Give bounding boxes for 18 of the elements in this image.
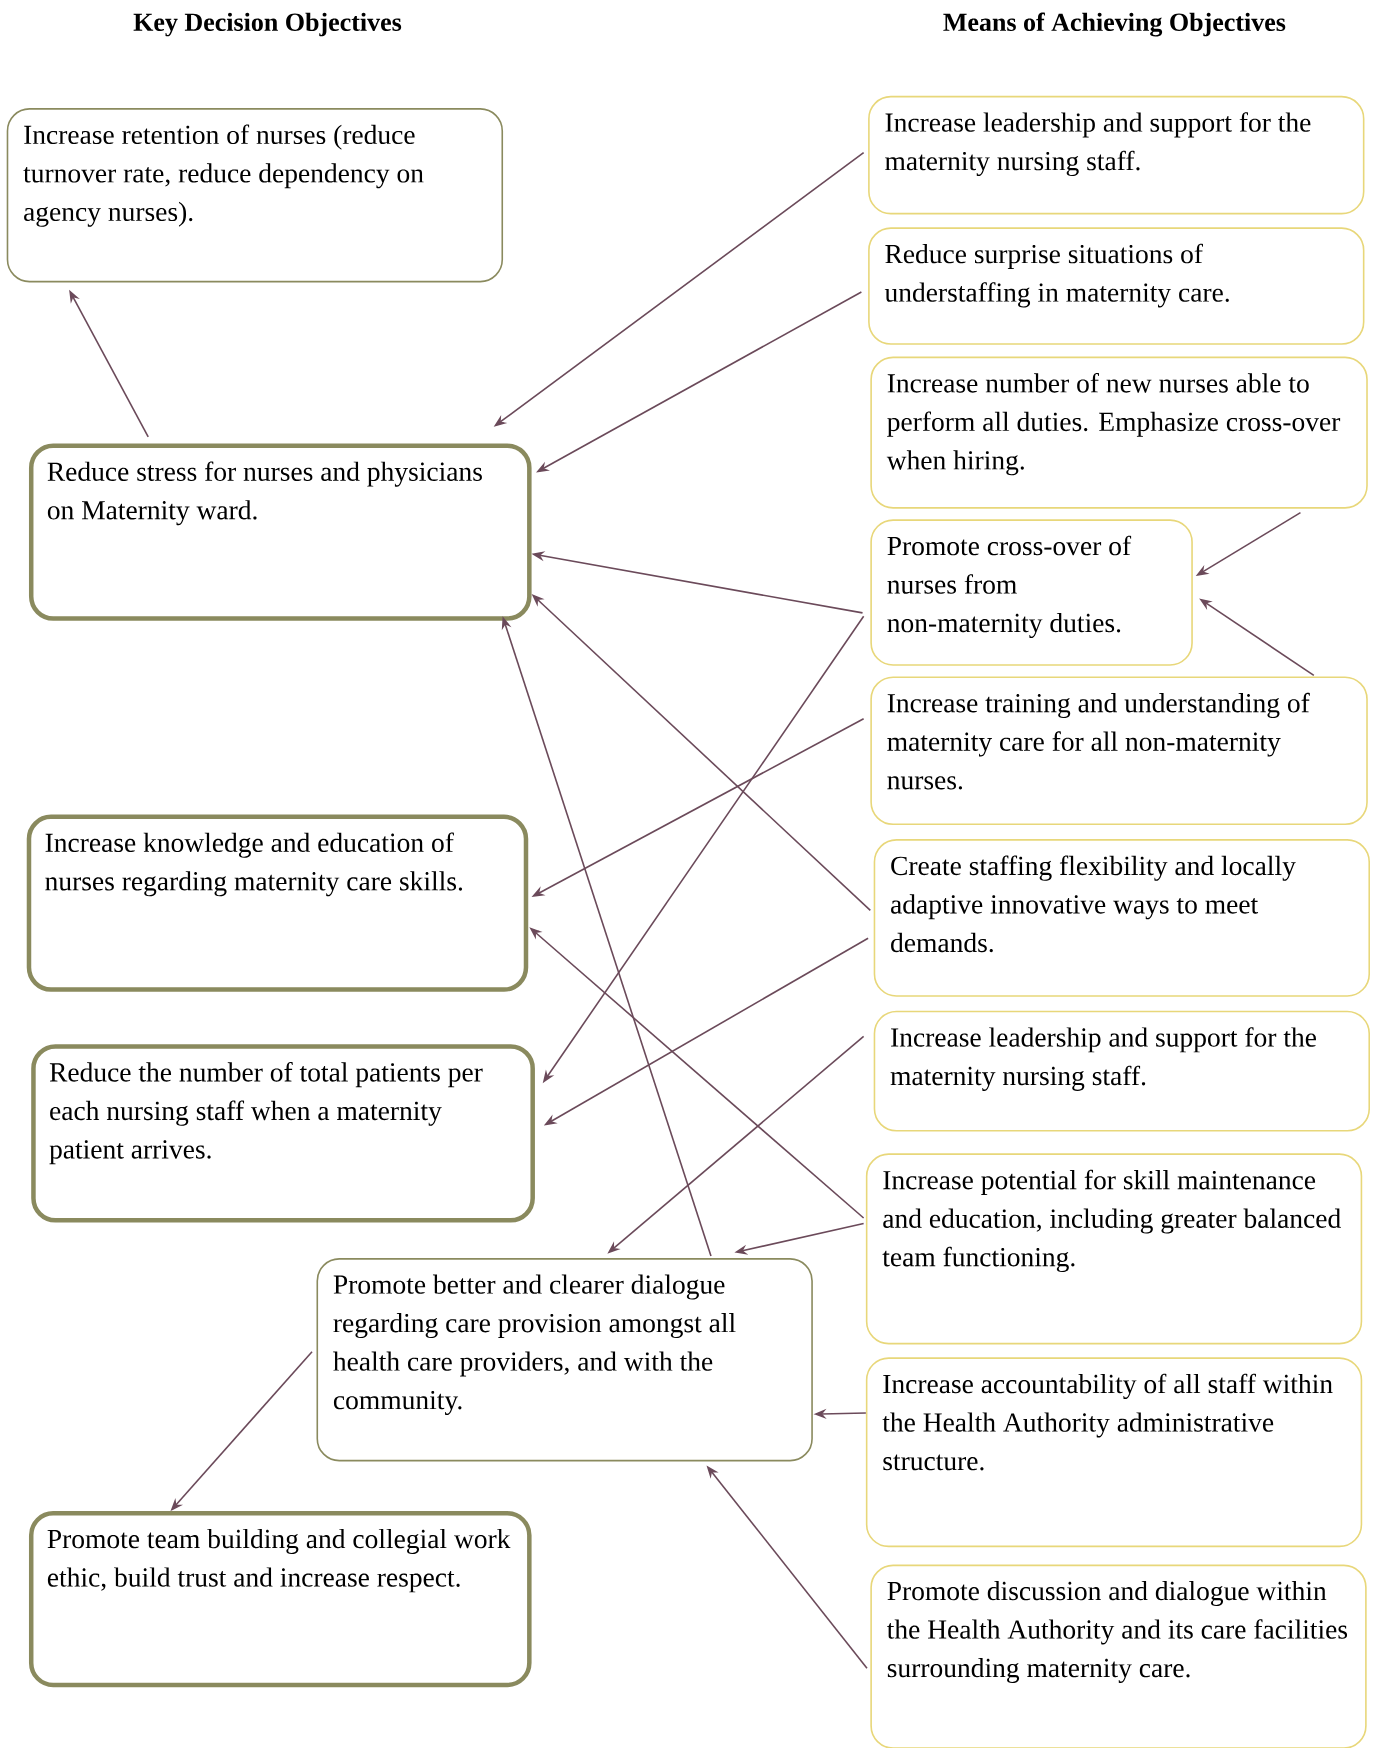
objective-box: Reduce the number of total patients per each nursing staff when a maternity patient arrives. [31, 1044, 535, 1223]
means-box: Increase training and understanding of maternity care for all non-maternity nurses. [870, 676, 1368, 826]
objective-box: Increase knowledge and education of nurses regarding maternity care skills. [26, 814, 529, 992]
means-box: Promote discussion and dialogue within the Health Authority and its care facilities surrounding maternity care. [870, 1564, 1367, 1748]
objective-box: Promote better and clearer dialogue regarding care provision amongst all health care providers, and with the community. [316, 1258, 813, 1462]
means-box: Promote cross-over of nurses from non-maternity duties. [870, 519, 1193, 666]
column-heading: Means of Achieving Objectives [943, 12, 1286, 37]
means-box: Increase number of new nurses able to perform all duties. Emphasize cross-over when hiring. [870, 356, 1368, 509]
means-box: Increase leadership and support for the maternity nursing staff. [873, 1010, 1371, 1132]
means-box: Increase potential for skill maintenance and education, including greater balanced team functioning. [865, 1153, 1363, 1345]
objective-box: Increase retention of nurses (reduce turnover rate, reduce dependency on agency nurses). [6, 108, 504, 283]
means-box: Increase leadership and support for the maternity nursing staff. [868, 95, 1365, 215]
objective-box: Promote team building and collegial work ethic, build trust and increase respect. [28, 1511, 532, 1688]
objective-box: Reduce stress for nurses and physicians on Maternity ward. [28, 443, 532, 621]
column-heading: Key Decision Objectives [133, 12, 402, 37]
means-box: Create staffing flexibility and locally adaptive innovative ways to meet demands. [873, 839, 1371, 997]
means-box: Reduce surprise situations of understaffing in maternity care. [868, 227, 1365, 345]
means-box: Increase accountability of all staff within the Health Authority administrative structure. [865, 1357, 1363, 1548]
